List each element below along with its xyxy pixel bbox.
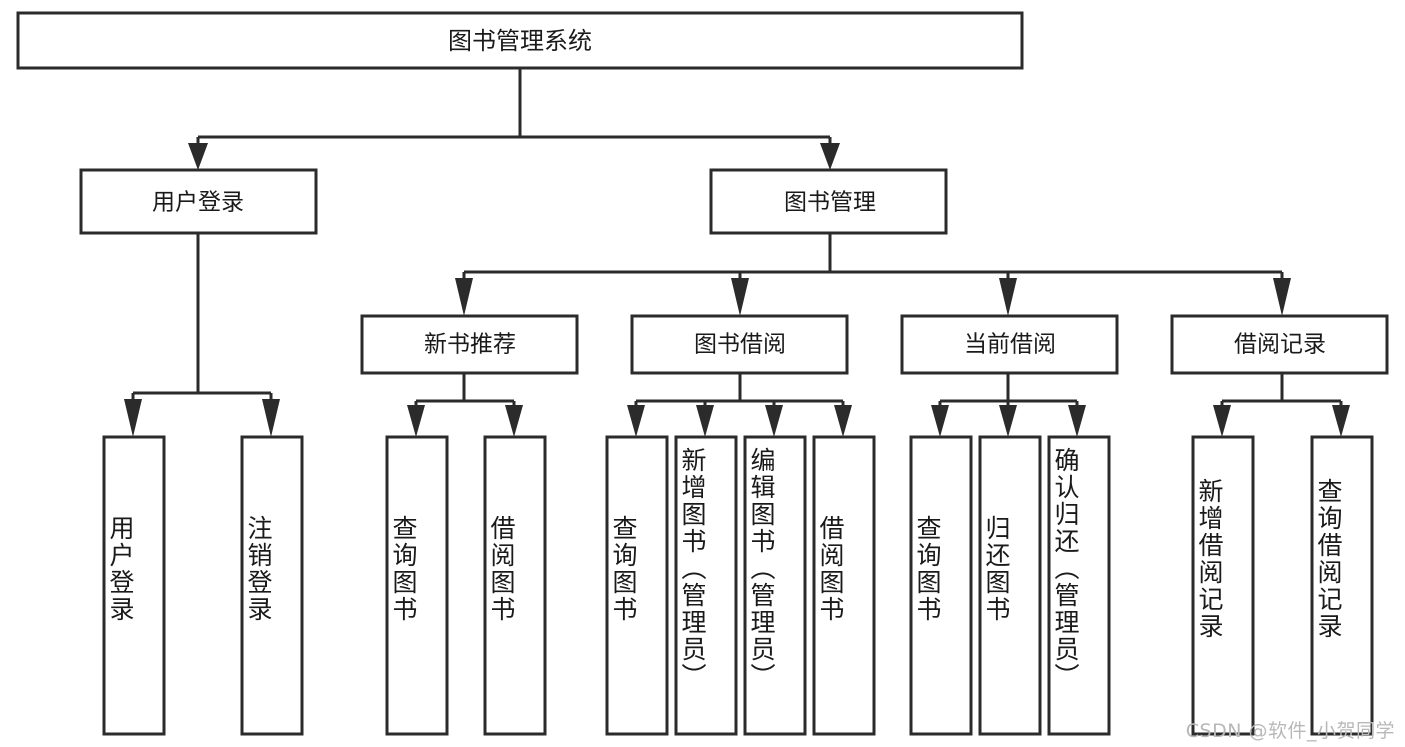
arrowhead-leaf-confirm-return — [1068, 405, 1086, 437]
arrowhead-leaf-borrow-book-1 — [505, 405, 523, 437]
arrowhead-new-book-rec — [455, 278, 473, 316]
watermark: CSDN @软件_小贺同学 — [1185, 720, 1395, 742]
arrowhead-leaf-edit-book — [765, 405, 783, 437]
arrowhead-book-borrow — [731, 278, 749, 316]
arrowhead-user-login — [188, 143, 208, 170]
arrowhead-leaf-query-book-1 — [407, 405, 425, 437]
borrow-record-box[interactable] — [1170, 314, 1389, 375]
leaf-return-book-box[interactable] — [978, 435, 1042, 736]
node-root[interactable]: 图书管理系统 — [16, 11, 1024, 70]
current-borrow-label: 当前借阅 — [964, 332, 1056, 358]
arrowhead-current-borrow — [999, 278, 1017, 316]
new-book-rec-box[interactable] — [360, 314, 579, 375]
borrow-record-label: 借阅记录 — [1234, 332, 1326, 358]
leaf-borrow-book-2-box[interactable] — [812, 435, 876, 736]
root-label: 图书管理系统 — [448, 27, 592, 55]
leaf-query-book-2-box[interactable] — [605, 435, 669, 736]
leaf-query-record-box[interactable] — [1310, 435, 1374, 736]
arrowhead-leaf-return-book — [999, 405, 1017, 437]
leaf-borrow-book-1-box[interactable] — [483, 435, 547, 736]
book-borrow-box[interactable] — [630, 314, 849, 375]
node-new-book-rec[interactable]: 新书推荐 — [360, 314, 579, 375]
arrowhead-leaf-borrow-book-2 — [834, 405, 852, 437]
leaf-edit-book-box[interactable] — [743, 435, 807, 736]
leaf-query-book-3-box[interactable] — [909, 435, 973, 736]
leaf-add-book-box[interactable] — [674, 435, 738, 736]
node-user-login[interactable]: 用户登录 — [79, 168, 318, 235]
current-borrow-box[interactable] — [900, 314, 1119, 375]
arrowhead-leaf-query-record — [1332, 405, 1350, 437]
new-book-rec-label: 新书推荐 — [424, 332, 516, 358]
arrowhead-leaf-query-book-2 — [627, 405, 645, 437]
arrowhead-leaf-add-record — [1213, 405, 1231, 437]
root-box[interactable] — [16, 11, 1024, 70]
node-borrow-record[interactable]: 借阅记录 — [1170, 314, 1389, 375]
user-login-label: 用户登录 — [152, 190, 244, 216]
leaf-add-record-box[interactable] — [1191, 435, 1255, 736]
book-mgmt-box[interactable] — [709, 168, 948, 235]
leaf-query-book-1-box[interactable] — [385, 435, 449, 736]
arrowhead-leaf-add-book — [696, 405, 714, 437]
arrowhead-book-mgmt — [820, 143, 840, 170]
leaf-user-login-box[interactable] — [102, 435, 166, 736]
arrowhead-leaf-query-book-3 — [931, 405, 949, 437]
arrowhead-borrow-record — [1273, 278, 1291, 316]
arrowhead-leaf-logout — [262, 399, 280, 437]
leaf-logout-box[interactable] — [240, 435, 304, 736]
user-login-box[interactable] — [79, 168, 318, 235]
leaf-confirm-return-box[interactable] — [1047, 435, 1111, 736]
leaf-boxes-layer — [102, 435, 1374, 736]
node-book-mgmt[interactable]: 图书管理 — [709, 168, 948, 235]
book-borrow-label: 图书借阅 — [694, 332, 786, 358]
node-book-borrow[interactable]: 图书借阅 — [630, 314, 849, 375]
connectors-layer — [124, 68, 1350, 437]
node-current-borrow[interactable]: 当前借阅 — [900, 314, 1119, 375]
arrowhead-leaf-user-login — [124, 399, 142, 437]
book-mgmt-label: 图书管理 — [784, 190, 876, 216]
